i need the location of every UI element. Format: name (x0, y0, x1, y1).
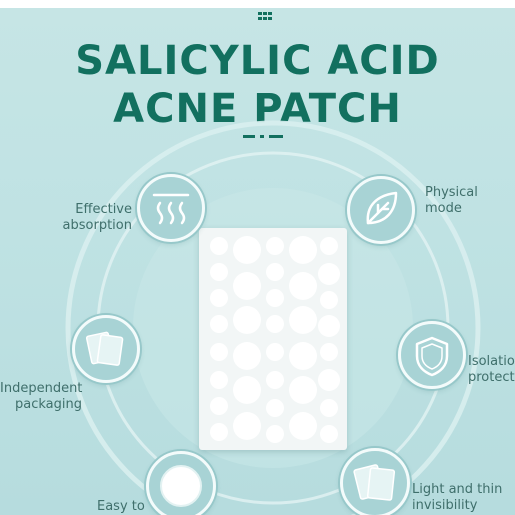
easy-to-use-label: Easy to (97, 499, 157, 515)
physical-mode-line2: mode (425, 201, 462, 216)
isolation-protect-label: Isolation protect (468, 354, 515, 386)
grid-ornament-icon (258, 12, 272, 20)
patch-sheet (199, 228, 347, 450)
effective-absorption-line1: Effective (75, 202, 132, 217)
isolation-protect-line1: Isolation (468, 354, 515, 369)
isolation-protect-line2: protect (468, 370, 515, 385)
round-patch-icon (160, 465, 202, 507)
effective-absorption-line2: absorption (62, 218, 132, 233)
light-and-thin-line2: invisibility (412, 498, 478, 513)
light-and-thin-line1: Light and thin (412, 482, 503, 497)
independent-packaging-badge (72, 315, 140, 383)
thin-sheets-icon (353, 464, 396, 501)
independent-packaging-label: Independent packaging (0, 381, 82, 413)
physical-mode-badge (347, 176, 415, 244)
title-line-1: SALICYLIC ACID (75, 38, 440, 84)
easy-to-use-badge (146, 451, 216, 515)
light-and-thin-label: Light and thin invisibility (412, 482, 515, 514)
isolation-protect-badge (398, 321, 466, 389)
easy-to-use-line1: Easy to (97, 499, 145, 514)
physical-mode-label: Physical mode (425, 185, 513, 217)
title-divider (243, 135, 283, 138)
heat-waves-icon (152, 193, 190, 225)
effective-absorption-label: Effective absorption (50, 202, 132, 234)
shield-icon (415, 336, 449, 377)
light-and-thin-badge (340, 448, 410, 515)
leaf-icon (366, 191, 398, 225)
effective-absorption-badge (137, 174, 205, 242)
independent-packaging-line2: packaging (15, 397, 82, 412)
patch-dots (210, 236, 340, 443)
packets-icon (85, 331, 124, 366)
independent-packaging-line1: Independent (0, 381, 83, 396)
physical-mode-line1: Physical (425, 185, 478, 200)
product-banner: SALICYLIC ACID ACNE PATCH (0, 8, 515, 515)
